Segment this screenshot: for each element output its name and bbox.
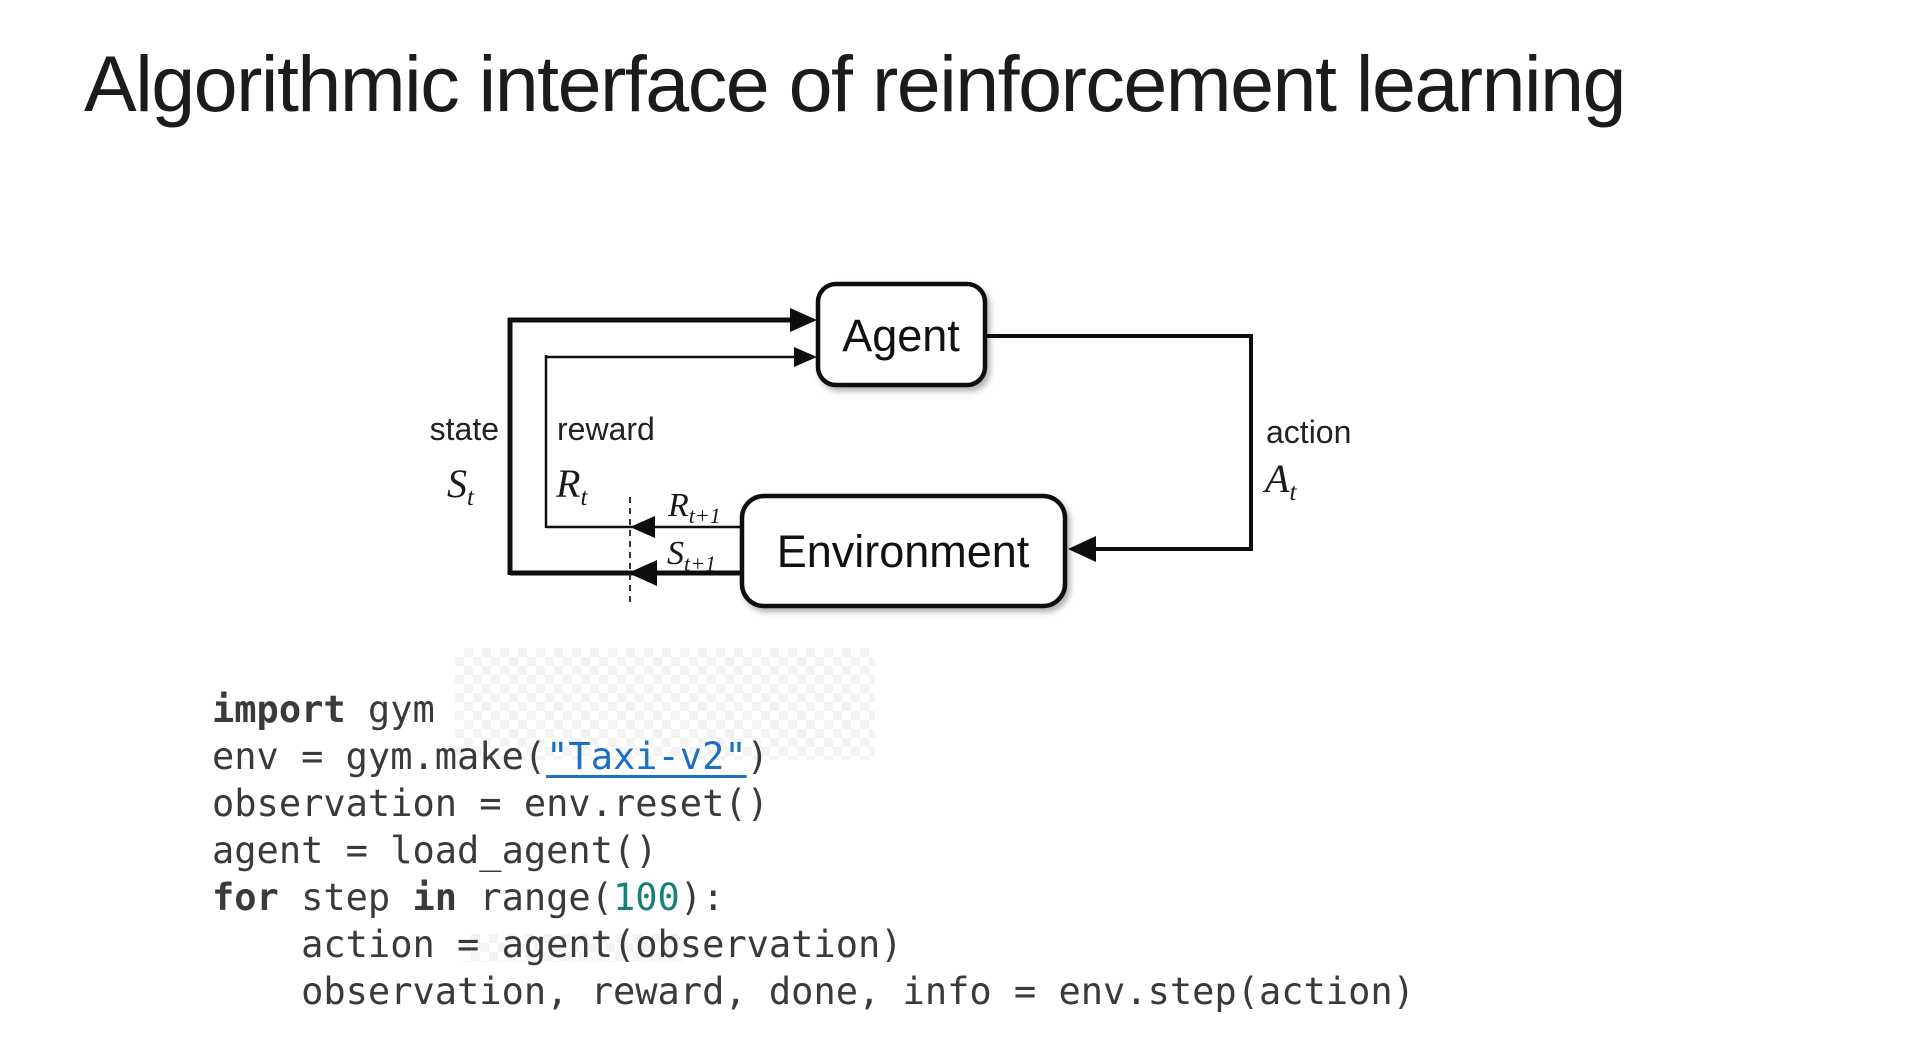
code-line: env = gym.make("Taxi-v2") xyxy=(212,733,1415,780)
agent-box-label: Agent xyxy=(842,310,960,361)
code-token: ) xyxy=(746,735,769,778)
code-token: agent = load_agent() xyxy=(212,829,658,872)
code-token: observation, reward, done, info = env.st… xyxy=(212,970,1415,1013)
code-line: for step in range(100): xyxy=(212,874,1415,921)
code-token: import xyxy=(212,688,346,731)
code-token: step xyxy=(278,876,413,919)
environment-box-label: Environment xyxy=(777,526,1030,577)
code-token: action = agent(observation) xyxy=(212,923,903,966)
state-label: state xyxy=(430,411,499,447)
code-token: 100 xyxy=(612,876,680,919)
taxi-v2-link[interactable]: "Taxi-v2" xyxy=(546,735,747,778)
code-token: env = gym.make( xyxy=(212,735,547,778)
slide-title: Algorithmic interface of reinforcement l… xyxy=(84,39,1626,128)
action-label: action xyxy=(1266,414,1351,450)
code-token: for xyxy=(212,876,279,919)
code-line: agent = load_agent() xyxy=(212,827,1415,874)
code-token: gym xyxy=(345,688,435,731)
code-token: ): xyxy=(679,876,725,919)
code-token: in xyxy=(412,876,458,919)
code-line: observation, reward, done, info = env.st… xyxy=(212,968,1415,1015)
transparency-checkerboard xyxy=(462,934,684,962)
reward-label: reward xyxy=(557,411,655,447)
code-token: range( xyxy=(457,876,613,919)
reward-arrowhead-icon xyxy=(794,347,817,367)
next-state-symbol: St+1 xyxy=(667,535,716,576)
agent-box xyxy=(815,281,988,388)
action-symbol: At xyxy=(1262,456,1297,506)
code-line: import gym xyxy=(212,686,1415,733)
next-state-arrowhead-icon xyxy=(628,560,657,586)
next-reward-symbol: Rt+1 xyxy=(667,487,721,528)
state-symbol: St xyxy=(447,461,475,511)
code-line: observation = env.reset() xyxy=(212,780,1415,827)
transparency-checkerboard xyxy=(455,648,875,760)
environment-box xyxy=(739,493,1068,609)
state-arrowhead-icon xyxy=(790,308,817,332)
code-token: observation = env.reset() xyxy=(212,782,769,825)
reward-symbol: Rt xyxy=(555,461,588,511)
action-loop-line xyxy=(985,334,1253,551)
code-line: action = agent(observation) xyxy=(212,921,1415,968)
action-arrowhead-icon xyxy=(1068,536,1096,562)
rl-loop-diagram: Agent Environment state St reward Rt act… xyxy=(430,281,1351,609)
next-reward-arrowhead-icon xyxy=(630,516,655,538)
